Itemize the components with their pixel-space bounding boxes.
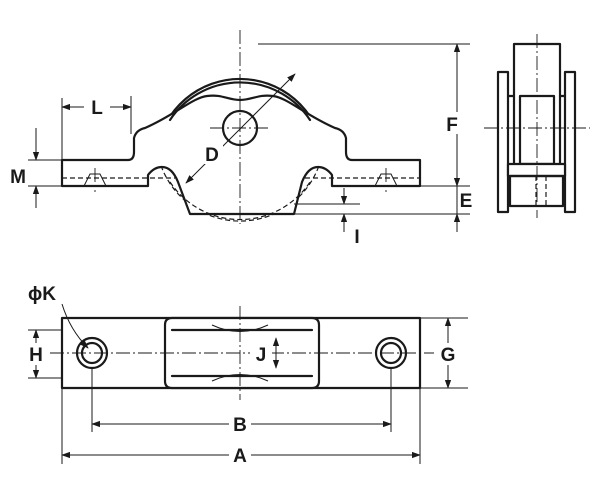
dim-D-mask — [201, 142, 223, 164]
label-F: F — [446, 115, 458, 136]
side-plate-left — [496, 70, 510, 214]
label-D: D — [205, 145, 219, 166]
label-L: L — [91, 98, 103, 119]
housing-inner-lines — [170, 328, 314, 378]
dim-H-mask — [26, 343, 46, 365]
label-J: J — [256, 345, 267, 366]
dim-F-mask — [443, 112, 465, 134]
dim-A-mask — [229, 444, 251, 466]
label-M: M — [10, 167, 26, 188]
front-view: L M D F E I — [10, 30, 472, 248]
label-G: G — [441, 345, 456, 366]
side-base-top — [506, 162, 567, 178]
dim-G-mask — [437, 343, 459, 365]
label-B: B — [233, 415, 247, 436]
label-I: I — [354, 227, 359, 248]
dim-B-mask — [229, 413, 251, 435]
dim-K-leader — [61, 303, 89, 349]
wheel-hidden-arc — [156, 149, 324, 222]
label-H: H — [29, 345, 43, 366]
label-A: A — [233, 446, 247, 467]
wheel-housing-top — [163, 316, 321, 390]
side-plate-right — [563, 70, 577, 214]
dim-J-mask — [250, 343, 272, 365]
dim-L-mask — [84, 97, 110, 117]
label-E: E — [460, 191, 473, 212]
top-view: ϕK H J G B A — [26, 284, 468, 467]
side-view — [484, 34, 590, 218]
label-phiK: ϕK — [28, 284, 56, 305]
dim-D-line — [185, 73, 296, 184]
